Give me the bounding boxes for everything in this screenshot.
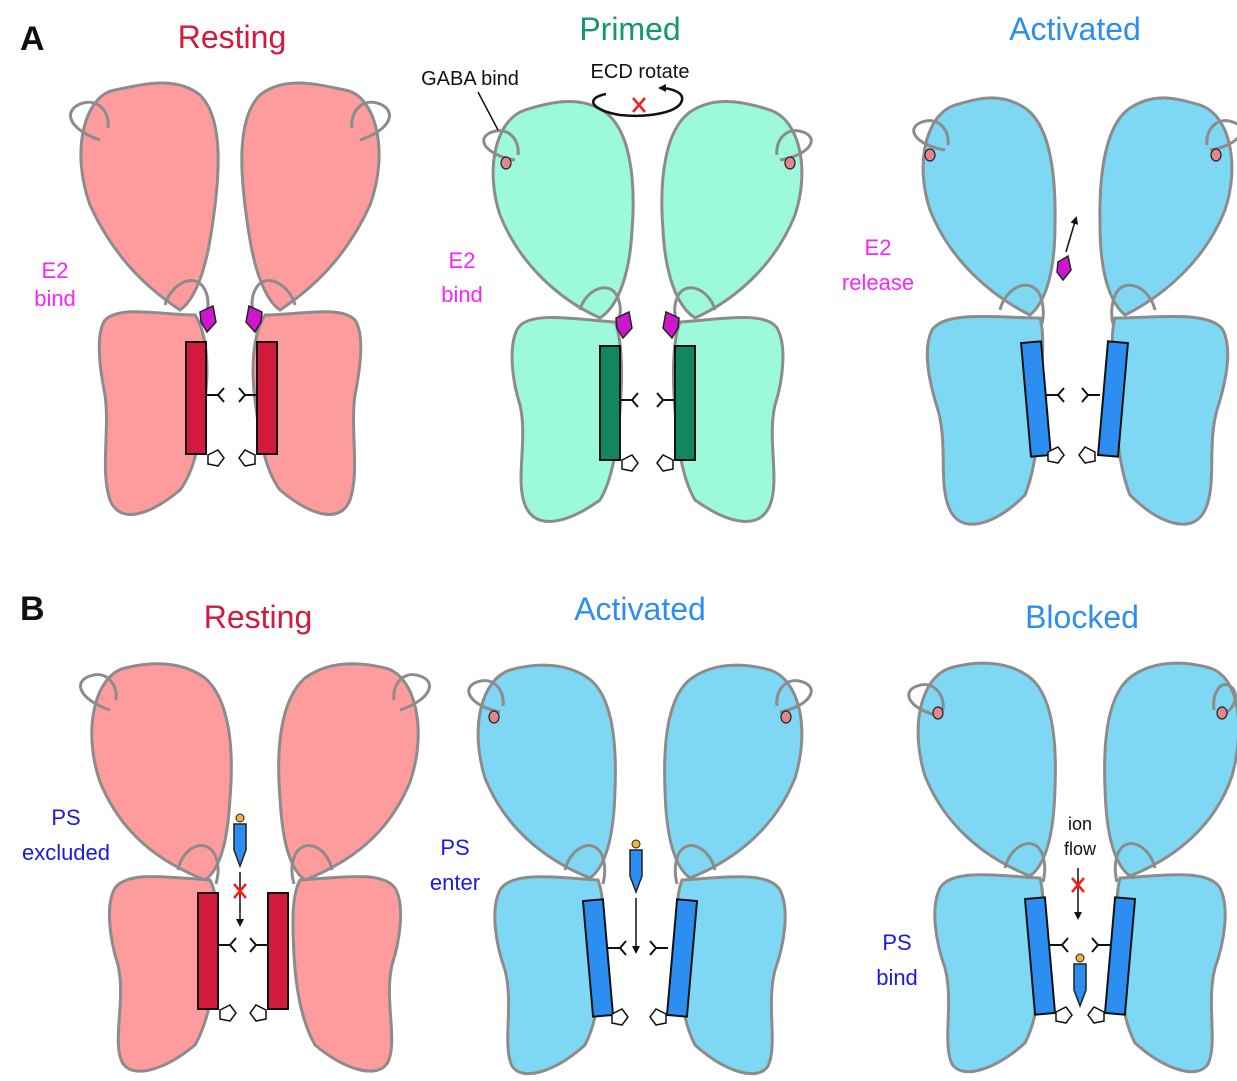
panel-b-title-activated: Activated — [574, 591, 706, 627]
b-ps-excluded-label-line1: PS — [51, 805, 80, 830]
b-ps-bind-label-line1: PS — [882, 930, 911, 955]
a-e2-bind-label-line2: bind — [34, 286, 76, 311]
a-activated-receptor — [914, 98, 1237, 524]
b-ps-enter-label-line1: PS — [440, 835, 469, 860]
panel-a-title-resting: Resting — [178, 19, 287, 55]
a-gaba-bind-label: GABA bind — [421, 68, 519, 90]
a-e2-release-label-line1: E2 — [865, 235, 892, 260]
b-ion-flow-label-line1: ion — [1068, 814, 1092, 834]
b-resting-receptor — [80, 664, 429, 1071]
b-ps-enter-label-line2: enter — [430, 870, 480, 895]
panel-a-title-activated: Activated — [1009, 11, 1141, 47]
a-e2-bind-label-2-line1: E2 — [449, 248, 476, 273]
panel-b-title-blocked: Blocked — [1025, 599, 1139, 635]
panel-a-letter: A — [20, 20, 45, 58]
panel-a-title-primed: Primed — [579, 11, 680, 47]
b-ps-bind-label-line2: bind — [876, 965, 918, 990]
b-activated-receptor — [469, 665, 812, 1074]
a-ecd-rotate-label: ECD rotate — [591, 61, 690, 83]
b-ps-excluded-label-line2: excluded — [22, 840, 110, 865]
a-primed-receptor — [478, 88, 811, 521]
b-blocked-receptor — [909, 663, 1237, 1072]
panel-b-title-resting: Resting — [204, 599, 313, 635]
a-e2-bind-label-line1: E2 — [42, 258, 69, 283]
panel-b-letter: B — [20, 590, 45, 628]
b-ion-flow-label-line2: flow — [1064, 839, 1097, 859]
a-e2-release-label-line2: release — [842, 270, 914, 295]
a-resting-receptor — [70, 83, 389, 514]
a-e2-bind-label-2-line2: bind — [441, 282, 483, 307]
